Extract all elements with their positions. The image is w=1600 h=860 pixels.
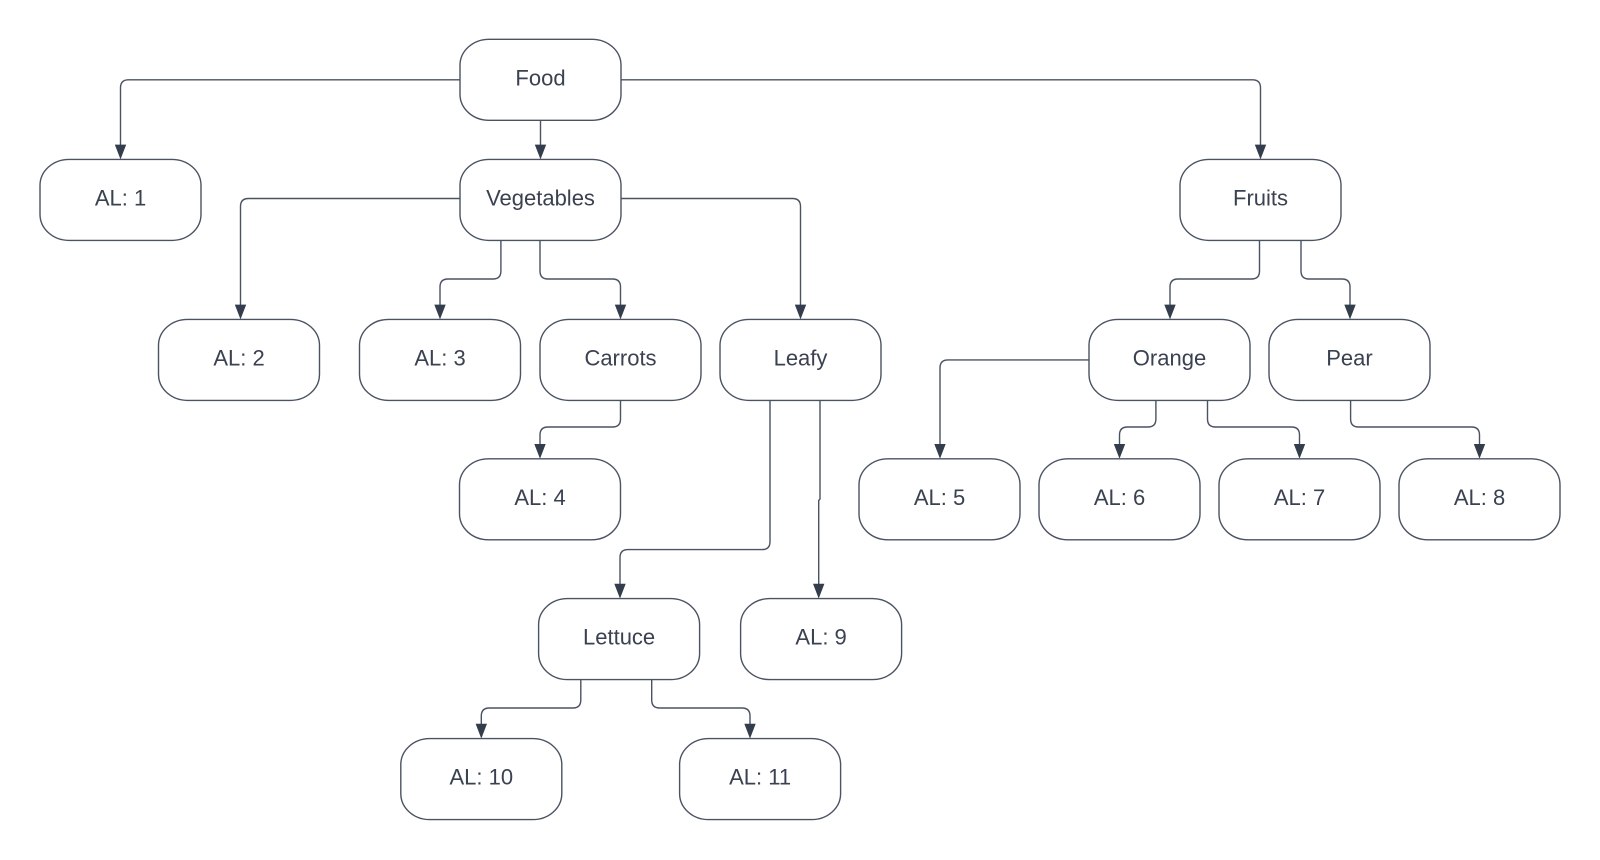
svg-text:AL: 2: AL: 2 [213, 345, 264, 370]
svg-text:Orange: Orange [1133, 345, 1206, 370]
svg-text:AL: 5: AL: 5 [914, 485, 965, 510]
svg-text:AL: 6: AL: 6 [1094, 485, 1145, 510]
svg-text:AL: 3: AL: 3 [414, 345, 465, 370]
svg-text:AL: 8: AL: 8 [1454, 485, 1505, 510]
svg-text:AL: 10: AL: 10 [449, 765, 513, 790]
svg-text:AL: 9: AL: 9 [795, 625, 846, 650]
svg-text:AL: 1: AL: 1 [95, 185, 146, 210]
svg-text:AL: 7: AL: 7 [1274, 485, 1325, 510]
svg-text:Lettuce: Lettuce [583, 625, 655, 650]
svg-text:Fruits: Fruits [1233, 185, 1288, 210]
svg-text:AL: 4: AL: 4 [514, 485, 565, 510]
svg-text:Pear: Pear [1326, 345, 1372, 370]
svg-text:Vegetables: Vegetables [486, 185, 595, 210]
svg-text:Leafy: Leafy [774, 345, 828, 370]
svg-text:AL: 11: AL: 11 [729, 765, 791, 790]
svg-text:Food: Food [515, 65, 565, 90]
svg-text:Carrots: Carrots [584, 345, 656, 370]
